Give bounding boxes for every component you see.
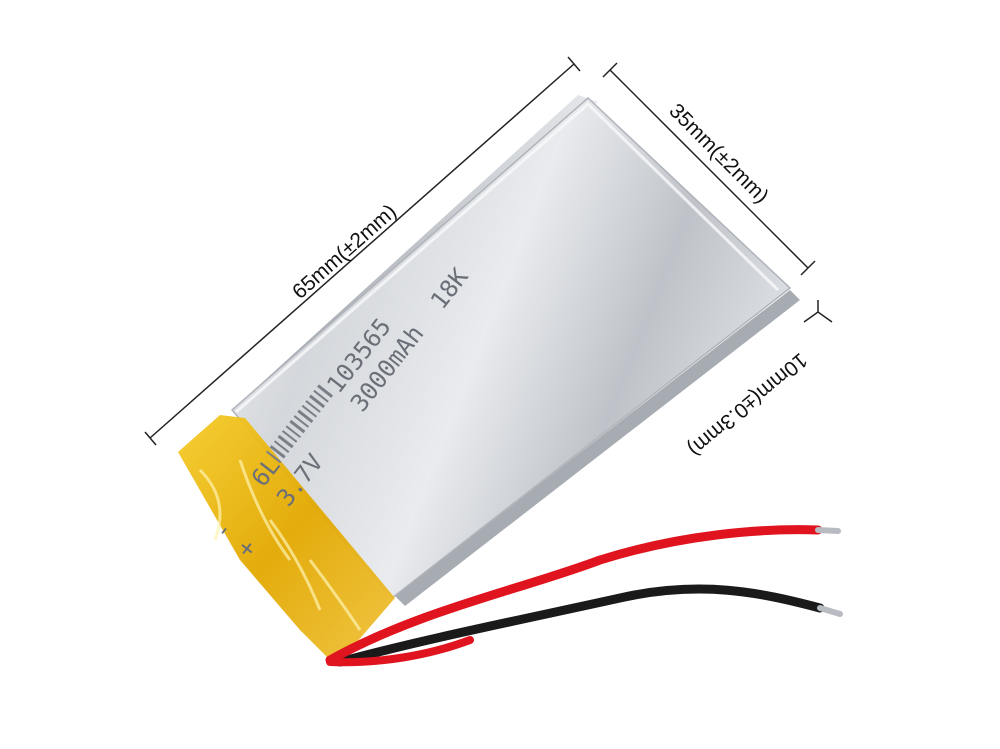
cell-rim [235,101,780,414]
dimension-thickness [803,300,833,323]
wire-red [325,525,823,665]
dimension-length [144,56,581,446]
wire-red-lower [326,636,474,667]
wire-tip-black [817,605,843,617]
cell-barcode [265,384,334,464]
wire-tip-red [815,527,841,534]
dimension-width [602,62,816,276]
kapton-tape [178,415,395,660]
wire-black [335,584,825,667]
tape-wrinkles [198,459,362,631]
cell-bottom-edge [395,290,800,606]
